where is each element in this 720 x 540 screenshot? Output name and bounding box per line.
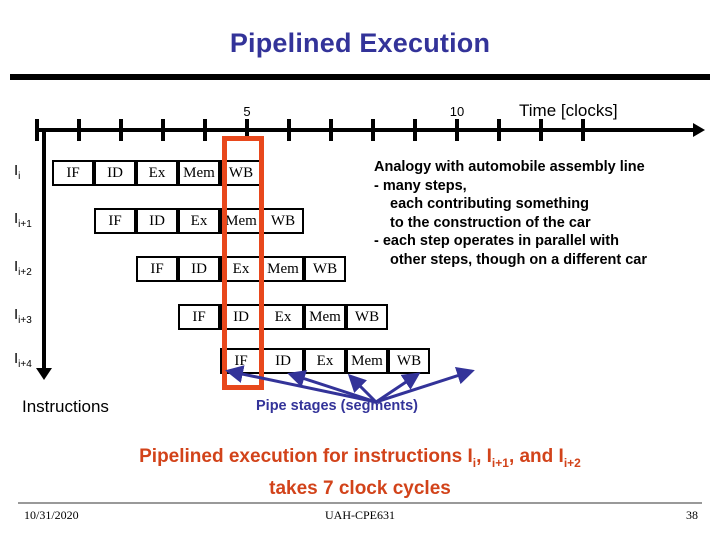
pipe-stages-label: Pipe stages (segments) [256, 398, 418, 414]
pipeline-stage-ex: Ex [304, 348, 346, 374]
time-axis-tick [119, 119, 123, 141]
analogy-line: to the construction of the car [390, 214, 591, 231]
row-label-subscript: i+3 [18, 315, 32, 326]
time-axis-caption: Time [clocks] [519, 101, 618, 120]
pipeline-stage-wb: WB [262, 208, 304, 234]
pipeline-stage-mem: Mem [304, 304, 346, 330]
instruction-row-label: Ii+2 [14, 258, 32, 278]
row-label-text: I [14, 210, 19, 227]
analogy-text-block: Analogy with automobile assembly line - … [374, 158, 704, 269]
row-label-subscript: i+4 [18, 359, 32, 370]
time-axis-tick [455, 119, 459, 141]
time-axis-tick [287, 119, 291, 141]
analogy-line: each contributing something [390, 196, 589, 212]
row-label-text: I [14, 258, 19, 275]
pipeline-stage-id: ID [262, 348, 304, 374]
footer-date: 10/31/2020 [24, 508, 79, 522]
analogy-line: - many steps, [374, 177, 467, 194]
footer-page-number: 38 [686, 508, 698, 522]
time-axis-tick-label: 5 [243, 104, 251, 119]
time-axis-tick [161, 119, 165, 141]
pipeline-stage-if: IF [94, 208, 136, 234]
footer-divider [18, 502, 702, 504]
clock-cycle-highlight-box [222, 136, 264, 390]
time-axis-tick [77, 119, 81, 141]
page-title: Pipelined Execution [229, 28, 491, 58]
time-axis-tick [497, 119, 501, 141]
pipeline-stage-mem: Mem [346, 348, 388, 374]
time-axis-tick [413, 119, 417, 141]
time-axis-line [35, 128, 695, 132]
pipeline-stage-mem: Mem [220, 208, 262, 234]
time-axis-tick [35, 119, 39, 141]
instruction-axis-arrow-icon [36, 368, 52, 380]
row-label-text: I [14, 306, 19, 323]
row-label-text: I [14, 162, 19, 179]
pipeline-stage-ex: Ex [178, 208, 220, 234]
pipeline-stage-wb: WB [388, 348, 430, 374]
instruction-row-label: Ii [14, 162, 20, 182]
instruction-row-label: Ii+4 [14, 350, 32, 370]
analogy-line: other steps, though on a different car [390, 251, 647, 268]
instruction-axis-line [42, 132, 46, 370]
time-axis-tick [245, 119, 249, 141]
instruction-row-label: Ii+1 [14, 210, 32, 230]
pipeline-stage-id: ID [178, 256, 220, 282]
pipeline-stage-ex: Ex [136, 160, 178, 186]
instruction-row-label: Ii+3 [14, 306, 32, 326]
time-axis-tick [581, 119, 585, 141]
time-axis-tick [203, 119, 207, 141]
time-axis-tick [539, 119, 543, 141]
instruction-axis-caption: Instructions [22, 397, 109, 416]
time-axis-arrow-icon [693, 123, 705, 137]
pipeline-stage-wb: WB [304, 256, 346, 282]
analogy-line: - each step operates in parallel with [374, 233, 619, 249]
caption-line-2: takes 7 clock cycles [269, 477, 451, 499]
pipe-stages-arrows-icon [225, 365, 475, 404]
pipeline-stage-mem: Mem [262, 256, 304, 282]
pipeline-stage-ex: Ex [262, 304, 304, 330]
pipeline-stage-id: ID [136, 208, 178, 234]
pipeline-stage-if: IF [178, 304, 220, 330]
row-label-subscript: i [18, 171, 21, 182]
row-label-subscript: i+2 [18, 267, 32, 278]
caption-line-1: Pipelined execution for instructions Ii,… [139, 446, 581, 470]
pipeline-stage-if: IF [136, 256, 178, 282]
time-axis-tick [329, 119, 333, 141]
summary-caption: Pipelined execution for instructions Ii,… [0, 444, 720, 501]
analogy-heading: Analogy with automobile assembly line [374, 159, 645, 175]
time-axis-tick-label: 10 [449, 104, 465, 119]
pipeline-stage-if: IF [52, 160, 94, 186]
row-label-text: I [14, 350, 19, 367]
title-divider [10, 74, 710, 80]
pipeline-stage-wb: WB [346, 304, 388, 330]
time-axis-tick [371, 119, 375, 141]
pipeline-stage-mem: Mem [178, 160, 220, 186]
pipeline-stage-id: ID [94, 160, 136, 186]
footer-course: UAH-CPE631 [324, 508, 395, 522]
row-label-subscript: i+1 [18, 219, 32, 230]
